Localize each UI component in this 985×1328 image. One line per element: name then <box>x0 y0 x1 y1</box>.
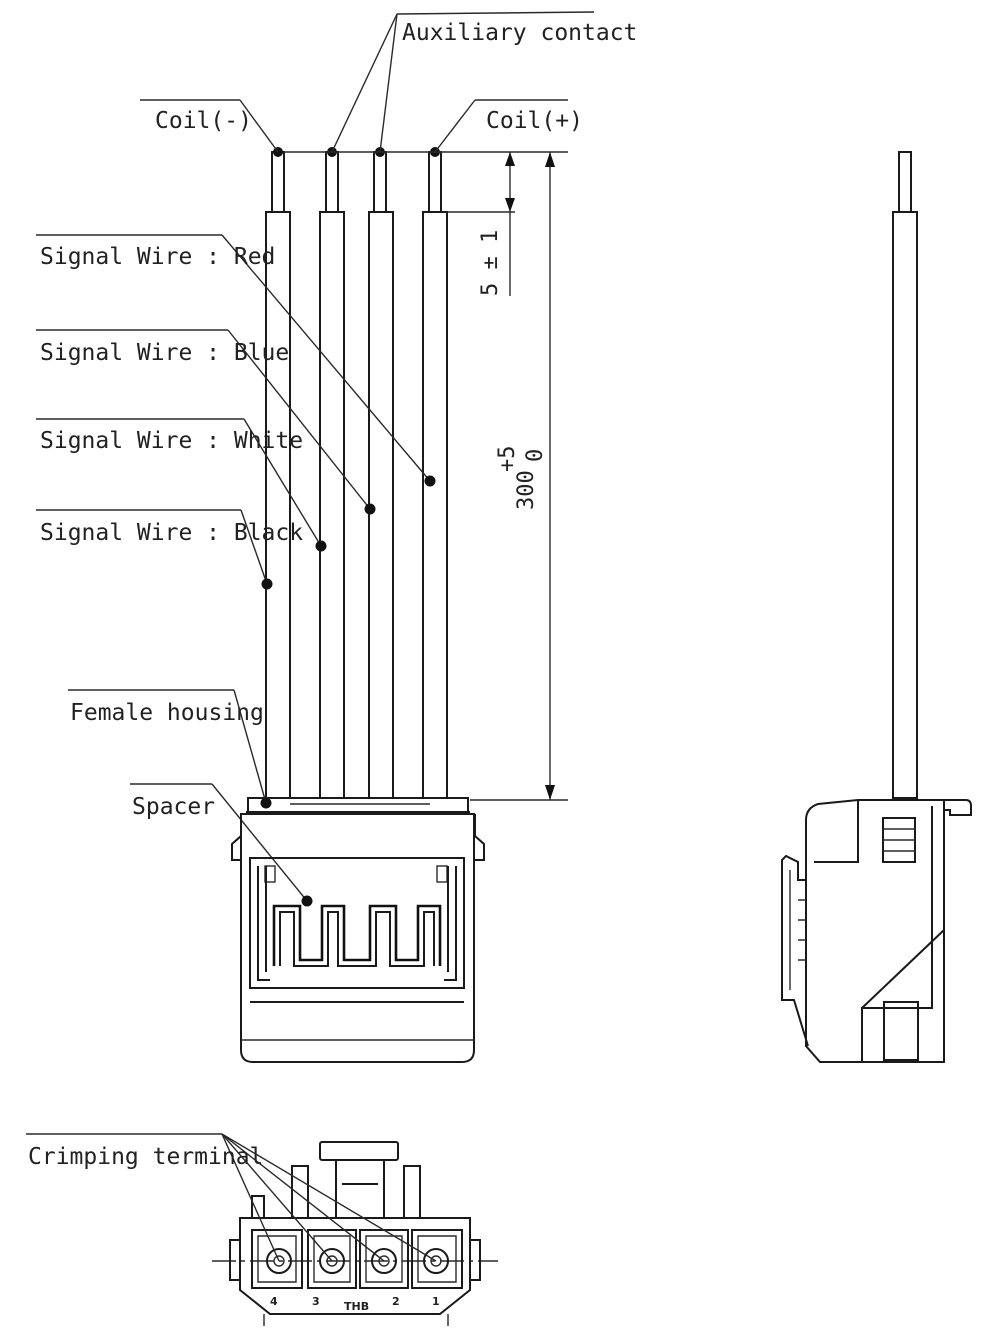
front-wires <box>265 147 448 799</box>
label-auxiliary-contact: Auxiliary contact <box>402 20 637 46</box>
label-spacer: Spacer <box>132 794 215 820</box>
dimension-wire-tol-upper: +5 <box>495 446 520 473</box>
dimension-wire-length: 300 <box>514 470 539 510</box>
label-crimping-terminal: Crimping terminal <box>28 1144 263 1170</box>
pin-number-3: 3 <box>312 1295 320 1308</box>
female-housing-front <box>231 797 485 1063</box>
label-coil-plus: Coil(+) <box>486 108 583 134</box>
label-coil-minus: Coil(-) <box>155 108 252 134</box>
label-signal-black: Signal Wire : Black <box>40 520 303 546</box>
label-signal-red: Signal Wire : Red <box>40 244 275 270</box>
side-view <box>781 151 972 1063</box>
pin-number-1: 1 <box>432 1295 440 1308</box>
label-signal-white: Signal Wire : White <box>40 428 303 454</box>
mating-face-view <box>26 1133 498 1326</box>
label-female-housing: Female housing <box>70 700 264 726</box>
label-signal-blue: Signal Wire : Blue <box>40 340 289 366</box>
top-leaders <box>140 11 595 153</box>
pin-number-2: 2 <box>392 1295 400 1308</box>
dimension-lines <box>284 151 568 801</box>
signal-leaders <box>36 234 436 590</box>
housing-mark: THB <box>344 1300 369 1313</box>
dimension-wire-tol-lower: 0 <box>523 449 548 462</box>
pin-number-4: 4 <box>270 1295 278 1308</box>
dimension-strip-length: 5 ± 1 <box>478 230 503 296</box>
housing-leaders <box>68 689 313 907</box>
